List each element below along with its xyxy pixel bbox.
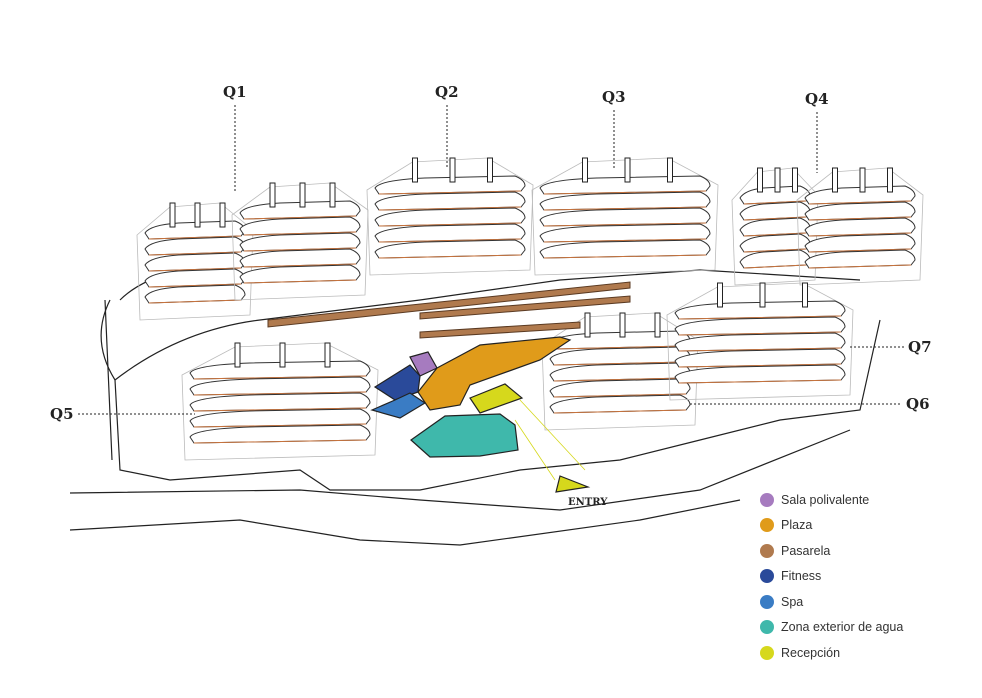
- label-q2: Q2: [435, 83, 459, 101]
- legend-item-pasarela: Pasarela: [760, 538, 903, 564]
- entry-guide-lines: [514, 399, 586, 481]
- building-block: [666, 282, 854, 401]
- building-block: [531, 157, 719, 276]
- pasarela-walkways: [267, 281, 631, 339]
- building-block: [231, 182, 369, 301]
- building-block: [181, 342, 379, 461]
- building-block: [731, 167, 819, 286]
- legend: Sala polivalente Plaza Pasarela Fitness …: [760, 487, 903, 666]
- legend-item-fitness: Fitness: [760, 564, 903, 590]
- legend-swatch: [760, 645, 774, 660]
- label-q4: Q4: [805, 90, 829, 108]
- label-q3: Q3: [602, 88, 626, 106]
- legend-item-zona-exterior-agua: Zona exterior de agua: [760, 615, 903, 641]
- building-block: [541, 312, 699, 431]
- legend-swatch: [760, 620, 774, 635]
- entry-marker: [555, 475, 591, 493]
- legend-swatch: [760, 492, 774, 507]
- legend-label: Spa: [781, 594, 804, 609]
- building-block: [796, 167, 924, 286]
- zone-fitness: [373, 364, 421, 401]
- label-q7: Q7: [908, 338, 932, 356]
- zone-exterior-agua: [410, 413, 519, 458]
- residential-blocks: [136, 157, 924, 461]
- building-block: [366, 157, 534, 276]
- zone-spa: [370, 392, 427, 419]
- legend-item-recepcion: Recepción: [760, 640, 903, 666]
- legend-item-plaza: Plaza: [760, 513, 903, 539]
- leader-lines: [78, 105, 905, 415]
- legend-label: Recepción: [781, 645, 841, 660]
- label-q6: Q6: [906, 395, 930, 413]
- legend-label: Sala polivalente: [781, 492, 870, 507]
- legend-swatch: [760, 518, 774, 533]
- label-q5: Q5: [50, 405, 74, 423]
- legend-swatch: [760, 543, 774, 558]
- label-q1: Q1: [223, 83, 247, 101]
- amenity-zones: [370, 336, 591, 493]
- legend-label: Plaza: [781, 518, 813, 533]
- legend-item-spa: Spa: [760, 589, 903, 615]
- legend-label: Fitness: [781, 569, 822, 584]
- legend-swatch: [760, 569, 774, 584]
- legend-label: Zona exterior de agua: [781, 620, 904, 635]
- legend-label: Pasarela: [781, 543, 831, 558]
- zone-plaza: [417, 336, 572, 411]
- legend-swatch: [760, 594, 774, 609]
- building-block: [136, 202, 254, 321]
- legend-item-sala-polivalente: Sala polivalente: [760, 487, 903, 513]
- zone-recepcion: [469, 383, 524, 414]
- label-entry: ENTRY: [568, 497, 608, 508]
- site-ground-lines: [69, 269, 881, 546]
